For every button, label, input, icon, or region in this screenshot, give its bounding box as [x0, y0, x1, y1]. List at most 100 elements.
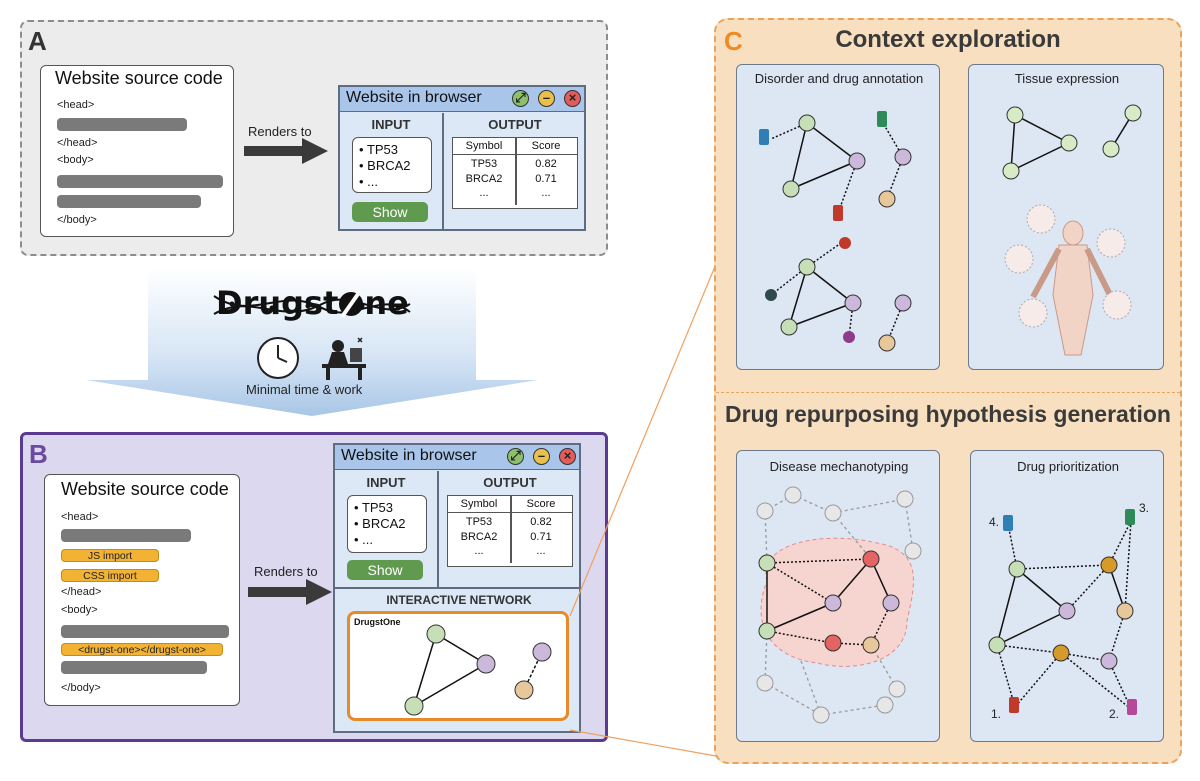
output-header: OUTPUT — [488, 117, 542, 132]
input-item: ... — [367, 174, 379, 189]
source-code-title: Website source code — [61, 479, 229, 499]
minimize-icon[interactable]: – — [533, 448, 550, 465]
table-cell: 0.71 — [530, 531, 552, 543]
rank-label: 2. — [1109, 707, 1120, 721]
logo-text: Drugst — [216, 284, 339, 322]
table-cell: BRCA2 — [460, 531, 498, 543]
code-tag-head: <head> — [61, 511, 99, 523]
column-divider — [442, 113, 444, 229]
code-tag-body-close: </body> — [61, 682, 101, 694]
tissue-network — [1002, 104, 1142, 356]
clock-icon — [257, 337, 299, 379]
code-tag-body: <body> — [57, 154, 94, 166]
renders-to-label: Renders to — [254, 564, 318, 579]
minimal-time-caption: Minimal time & work — [246, 382, 363, 397]
css-import-line: CSS import — [61, 569, 159, 582]
minimize-icon[interactable]: – — [538, 90, 555, 107]
table-cell: TP53 — [465, 516, 493, 528]
renders-to-label: Renders to — [248, 124, 312, 139]
browser-title-bar: Website in browser ⤢ – × — [335, 445, 579, 470]
code-tag-head-close: </head> — [57, 137, 98, 149]
section-divider — [335, 587, 579, 589]
interactive-network-canvas[interactable]: DrugstOne — [347, 611, 569, 721]
source-code-box-b: Website source code <head> JS import CSS… — [44, 474, 240, 706]
logo-text-end: ne — [364, 284, 409, 322]
table-divider — [515, 138, 517, 205]
code-line — [57, 175, 223, 188]
drugst-one-tag-line: <drugst-one></drugst-one> — [61, 643, 223, 656]
input-header: INPUT — [371, 117, 411, 132]
code-line — [61, 529, 191, 542]
table-cell: 0.82 — [530, 516, 552, 528]
mini-network — [404, 624, 552, 716]
table-cell: 0.71 — [535, 173, 557, 185]
input-item: BRCA2 — [362, 516, 406, 531]
column-divider — [437, 471, 439, 587]
browser-window-a: Website in browser ⤢ – × INPUT OUTPUT • … — [338, 85, 586, 231]
logo-o-icon — [339, 290, 364, 318]
code-line — [61, 661, 207, 674]
table-header-line — [453, 154, 577, 155]
source-code-box-a: Website source code <head> </head> <body… — [40, 65, 234, 237]
code-line — [57, 195, 201, 208]
drug-prioritization-title: Drug prioritization — [1017, 459, 1119, 474]
browser-title: Website in browser — [341, 447, 477, 464]
drug-prioritization-panel: Drug prioritization 1. 2. 3. 4. — [970, 450, 1164, 742]
browser-title: Website in browser — [346, 89, 482, 106]
input-item: TP53 — [366, 142, 399, 157]
renders-arrow — [248, 579, 332, 605]
disorder-annotation-title: Disorder and drug annotation — [754, 71, 924, 86]
tissue-expression-title: Tissue expression — [1014, 71, 1120, 86]
table-header-line — [448, 512, 572, 513]
input-item: ... — [362, 532, 374, 547]
table-header-score: Score — [526, 498, 556, 510]
logo-wave — [213, 295, 411, 315]
close-icon[interactable]: × — [559, 448, 576, 465]
code-tag-body-close: </body> — [57, 214, 97, 226]
context-exploration-heading: Context exploration — [835, 26, 1061, 53]
interactive-network-header: INTERACTIVE NETWORK — [386, 593, 532, 607]
prioritization-network — [988, 509, 1137, 715]
browser-window-b: Website in browser ⤢ – × INPUT OUTPUT • … — [333, 443, 581, 733]
drugstone-logo: Drugst ne — [212, 282, 412, 326]
input-header: INPUT — [366, 475, 406, 490]
rank-label: 1. — [991, 707, 1002, 721]
panel-letter-c: C — [724, 26, 743, 56]
show-button[interactable]: Show — [347, 560, 423, 580]
output-table: Symbol Score TP53 0.82 BRCA2 0.71 ... ..… — [447, 495, 573, 567]
person-at-desk-icon — [322, 337, 366, 380]
code-tag-body: <body> — [61, 604, 98, 616]
table-divider — [510, 496, 512, 563]
disorder-network — [759, 111, 912, 352]
table-header-score: Score — [531, 140, 561, 152]
output-table: Symbol Score TP53 0.82 BRCA2 0.71 ... ..… — [452, 137, 578, 209]
show-button[interactable]: Show — [352, 202, 428, 222]
code-tag-head-close: </head> — [61, 586, 102, 598]
renders-arrow — [244, 138, 328, 164]
rank-label: 4. — [989, 515, 1000, 529]
big-down-arrow — [86, 268, 538, 416]
disorder-annotation-panel: Disorder and drug annotation — [736, 64, 940, 370]
code-tag-head: <head> — [57, 99, 95, 111]
table-cell: ... — [474, 545, 484, 557]
rank-label: 3. — [1139, 501, 1150, 515]
panel-c-divider — [716, 392, 1180, 393]
browser-title-bar: Website in browser ⤢ – × — [340, 87, 584, 112]
code-line — [57, 118, 187, 131]
table-header-symbol: Symbol — [465, 140, 503, 152]
close-icon[interactable]: × — [564, 90, 581, 107]
input-item: TP53 — [361, 500, 394, 515]
drug-repurposing-heading: Drug repurposing hypothesis generation — [725, 401, 1171, 427]
table-cell: 0.82 — [535, 158, 557, 170]
js-import-line: JS import — [61, 549, 159, 562]
code-line — [61, 625, 229, 638]
source-code-title: Website source code — [55, 68, 223, 88]
input-item: BRCA2 — [367, 158, 411, 173]
gene-input-box[interactable]: • TP53 • BRCA2 • ... — [347, 495, 427, 553]
expand-icon[interactable]: ⤢ — [507, 448, 524, 465]
expand-icon[interactable]: ⤢ — [512, 90, 529, 107]
gene-input-box[interactable]: • TP53 • BRCA2 • ... — [352, 137, 432, 193]
table-cell: BRCA2 — [465, 173, 503, 185]
disease-mechanotyping-panel: Disease mechanotyping — [736, 450, 940, 742]
output-header: OUTPUT — [483, 475, 537, 490]
